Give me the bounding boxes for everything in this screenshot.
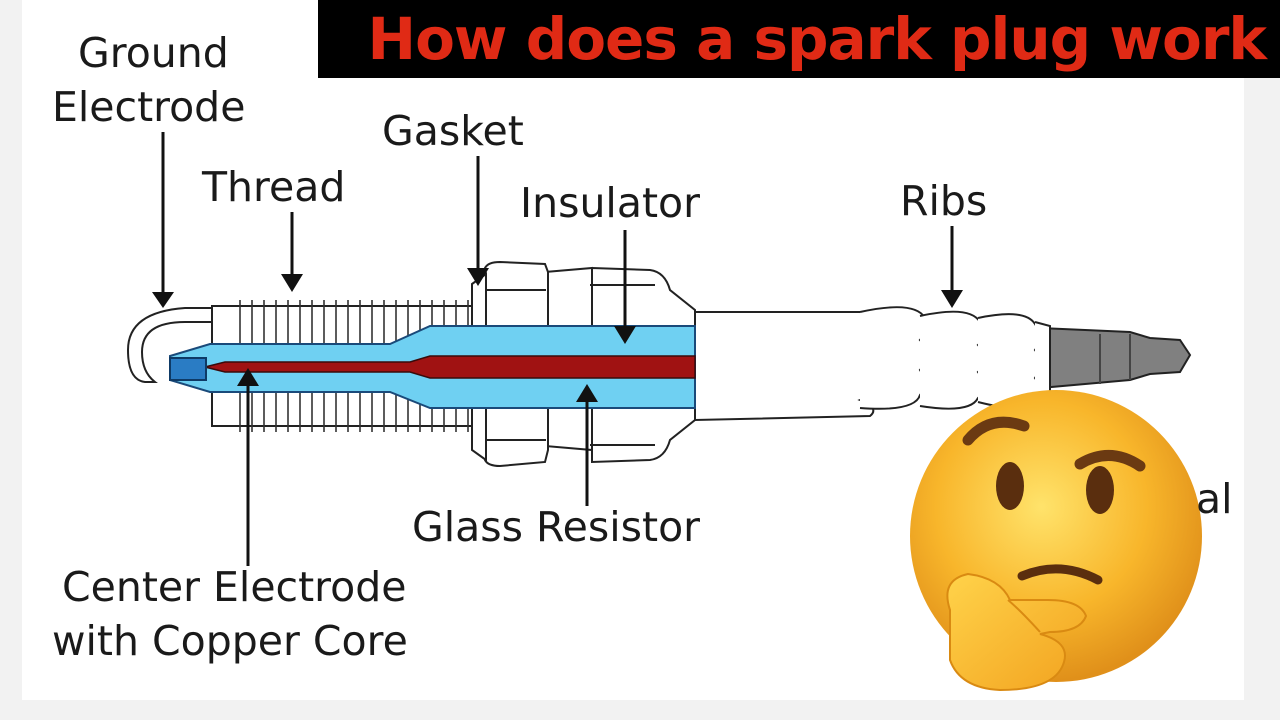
ribbed-insulator <box>694 306 1051 422</box>
label-center-electrode: Center Electrode with Copper Core <box>52 560 408 668</box>
label-thread: Thread <box>202 163 346 211</box>
center-electrode <box>204 355 696 379</box>
label-ribs: Ribs <box>900 177 988 225</box>
electrode-tip <box>169 357 207 381</box>
hex-shell <box>484 260 696 468</box>
title-banner: How does a spark plug work <box>318 0 1280 78</box>
label-insulator: Insulator <box>520 179 700 227</box>
terminal <box>1039 326 1192 390</box>
annotation-arrows <box>152 132 963 566</box>
label-gasket: Gasket <box>382 107 524 155</box>
label-terminal-partial: al <box>1196 475 1233 523</box>
label-ground-electrode-line2: Electrode <box>52 83 246 131</box>
label-center-electrode-line1: Center Electrode <box>62 563 407 611</box>
label-ground-electrode-line1: Ground <box>78 29 229 77</box>
label-center-electrode-line2: with Copper Core <box>52 617 408 665</box>
label-ground-electrode: Ground Electrode <box>52 26 245 134</box>
label-glass-resistor: Glass Resistor <box>412 503 701 551</box>
page-title: How does a spark plug work <box>367 5 1267 73</box>
thinking-face-emoji <box>910 390 1202 692</box>
ground-electrode-hook <box>126 307 213 383</box>
